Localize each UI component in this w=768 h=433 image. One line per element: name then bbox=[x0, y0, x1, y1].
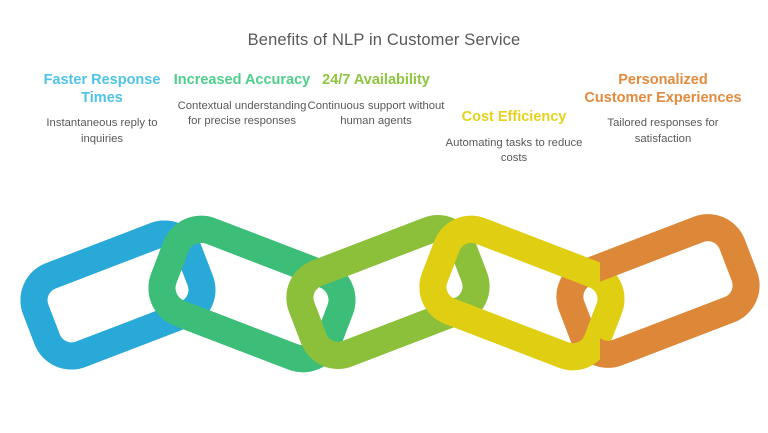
benefit-column-3: 24/7 Availability Continuous support wit… bbox=[306, 72, 446, 130]
chain-link-4-yellow-over bbox=[419, 215, 600, 371]
benefit-description-1: Instantaneous reply to inquiries bbox=[46, 117, 158, 145]
chain-link-3-olive-over bbox=[286, 215, 466, 369]
benefit-description-2: Contextual understanding for precise res… bbox=[177, 99, 307, 128]
benefit-column-4: Cost Efficiency Automating tasks to redu… bbox=[440, 109, 588, 167]
benefit-heading-3: 24/7 Availability bbox=[322, 72, 430, 88]
page-title: Benefits of NLP in Customer Service bbox=[247, 31, 521, 49]
benefit-column-2: Increased Accuracy Contextual understand… bbox=[172, 72, 312, 130]
chain-link-5-orange bbox=[556, 214, 760, 368]
benefit-description-5: Tailored responses for satisfaction bbox=[607, 117, 719, 145]
benefit-column-5: Personalized Customer Experiences Tailor… bbox=[584, 72, 742, 147]
benefit-columns: Faster Response Times Instantaneous repl… bbox=[0, 72, 768, 202]
chain-link-1-blue-over bbox=[20, 220, 196, 370]
benefit-heading-2: Increased Accuracy bbox=[173, 72, 311, 88]
benefit-heading-1: Faster Response Times bbox=[43, 72, 161, 106]
benefit-description-3: Continuous support without human agents bbox=[307, 99, 445, 128]
chain-graphic bbox=[0, 196, 768, 396]
benefit-heading-4: Cost Efficiency bbox=[461, 109, 567, 125]
chain-link-2-green-over bbox=[148, 215, 330, 373]
benefit-column-1: Faster Response Times Instantaneous repl… bbox=[28, 72, 176, 147]
benefit-heading-5: Personalized Customer Experiences bbox=[584, 72, 742, 106]
benefit-description-4: Automating tasks to reduce costs bbox=[445, 136, 583, 165]
chain-links-svg bbox=[20, 214, 760, 373]
